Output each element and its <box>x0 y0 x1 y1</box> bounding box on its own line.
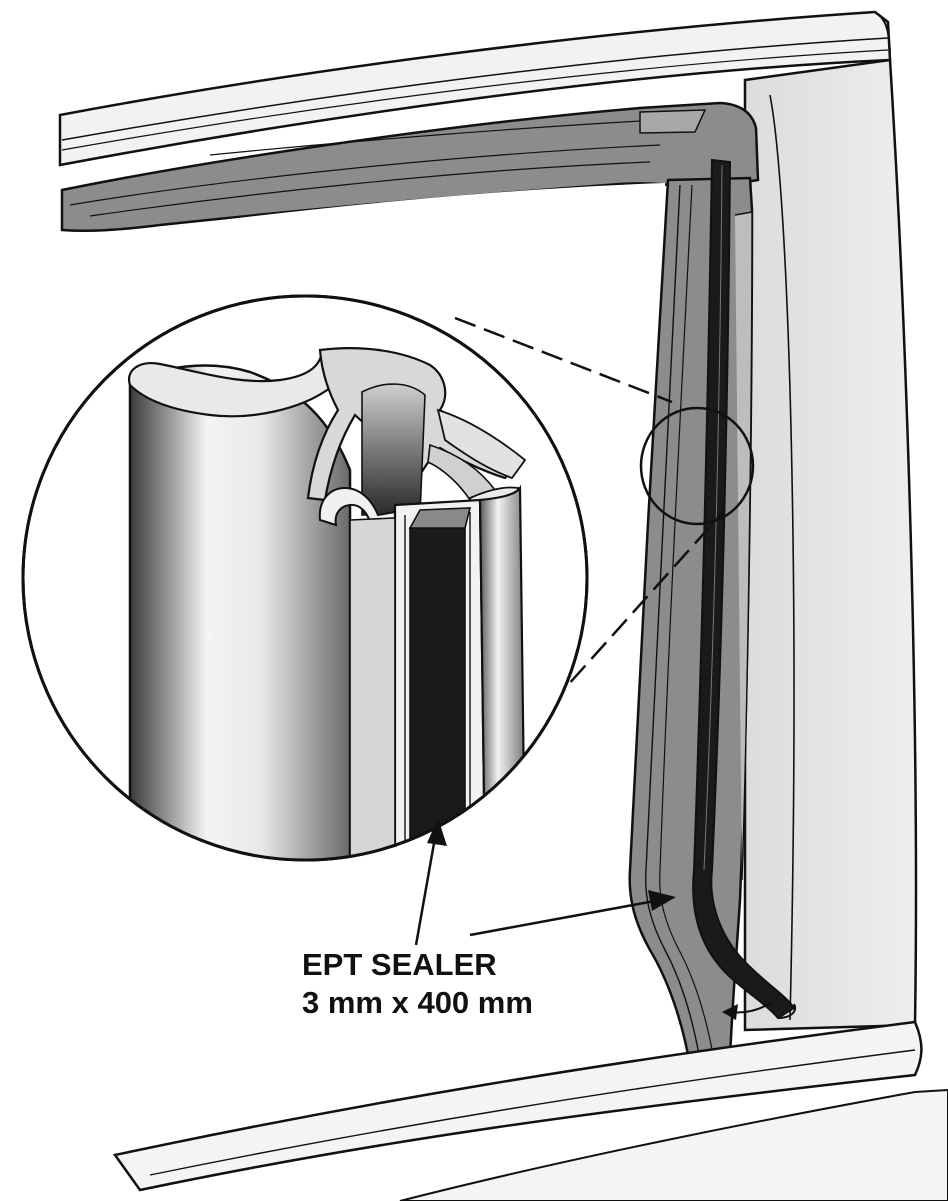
roof-rail <box>58 10 892 167</box>
detail-locator-circle <box>639 406 755 526</box>
magnifier-leader-lines <box>454 316 726 706</box>
callout-title: EPT SEALER <box>302 947 497 982</box>
ept-sealer-strip <box>692 158 796 1020</box>
callout-dimensions: 3 mm x 400 mm <box>302 985 533 1020</box>
detail-magnifier <box>21 294 589 862</box>
peel-arrow <box>722 1001 773 1020</box>
door-beltline <box>112 1020 948 1201</box>
body-panel <box>743 58 918 1032</box>
callout-arrows <box>414 818 676 946</box>
ept-sealer-callout: EPT SEALER 3 mm x 400 mm <box>302 946 533 1022</box>
